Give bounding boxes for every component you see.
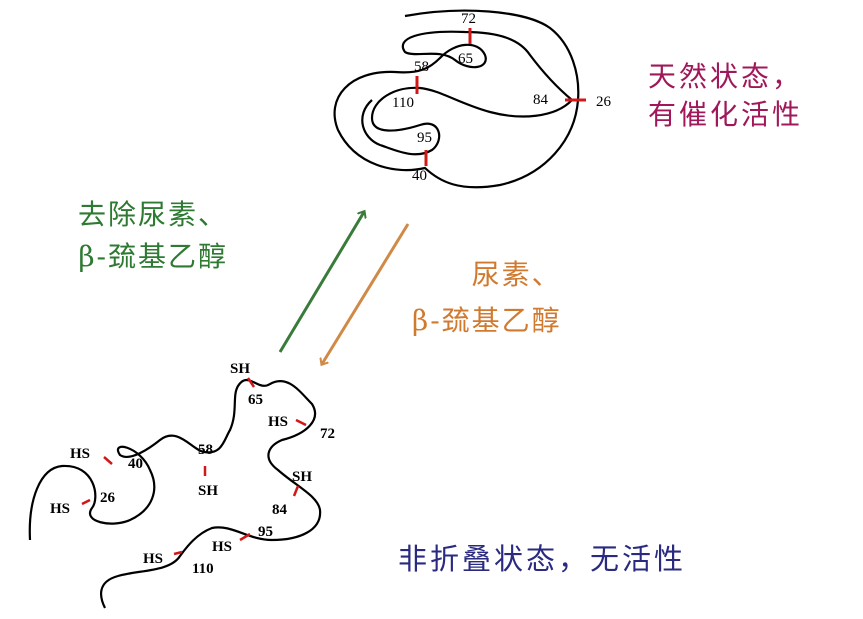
sulfhydryl-stub-95 [239,532,251,542]
refolding-arrow [278,212,364,353]
native-structure: 72 65 58 110 84 26 95 40 [333,9,612,189]
native-residue-40: 40 [412,168,427,184]
native-residue-65: 65 [458,51,473,67]
sulfhydryl-stub-26 [81,498,91,506]
unfolded-hs-40: HS [70,446,90,462]
remove-caption-line2: β-巯基乙醇 [78,240,229,273]
sulfhydryl-stub-65 [246,377,256,388]
native-residue-72: 72 [461,11,476,27]
unfolded-hs-26: HS [50,501,70,517]
unfolded-residue-40: 40 [128,456,143,472]
native-residue-84: 84 [533,92,549,108]
unfolded-sh-58: SH [198,483,218,499]
unfolded-hs-72: HS [268,414,288,430]
unfolded-residue-65: 65 [248,392,263,408]
unfolded-sh-84: SH [292,469,312,485]
native-caption-line2: 有催化活性 [648,98,804,131]
denaturing-arrow [322,223,410,364]
add-caption-line2: β-巯基乙醇 [412,304,562,337]
refolding-condition-caption: 去除尿素、 β-巯基乙醇 [78,194,228,278]
native-residue-26: 26 [596,94,612,110]
native-residue-95: 95 [417,130,432,146]
sulfhydryl-stub-40 [103,456,113,465]
unfolded-hs-110: HS [143,551,163,567]
unfolded-residue-84: 84 [272,502,288,518]
add-caption-line1: 尿素、 [471,258,562,291]
native-polypeptide-chain [333,9,580,189]
sulfhydryl-stub-84 [292,485,300,497]
unfolded-residue-110: 110 [192,561,214,577]
unfolded-structure: SH 65 HS 72 HS 40 58 SH SH 84 HS 26 HS 9… [28,361,335,609]
remove-caption-line1: 去除尿素、 [78,198,229,231]
unfolded-state-caption: 非折叠状态，无活性 [398,542,687,576]
native-state-caption: 天然状态， 有催化活性 [648,58,803,134]
native-caption-line1: 天然状态， [648,60,804,93]
unfolded-residue-95: 95 [258,524,273,540]
unfolded-hs-95: HS [212,539,232,555]
native-residue-110: 110 [392,95,414,111]
unfolded-residue-26: 26 [100,490,116,506]
denaturing-condition-caption: 尿素、 β-巯基乙醇 [412,252,562,344]
unfolded-residue-72: 72 [320,426,335,442]
unfolded-residue-58: 58 [198,442,213,458]
sulfhydryl-stub-72 [295,418,307,427]
native-residue-58: 58 [414,59,429,75]
sulfhydryl-stub-110 [173,550,183,556]
unfolded-sh-65: SH [230,361,250,377]
